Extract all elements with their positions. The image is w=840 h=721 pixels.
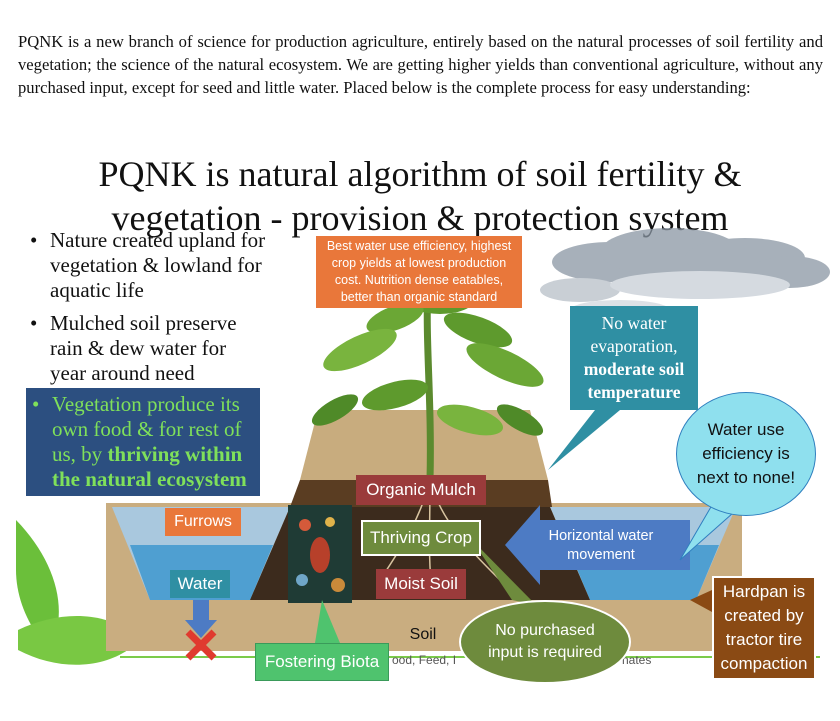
water-efficiency-callout: Water use efficiency is next to none! (676, 392, 816, 516)
biota-image (288, 505, 352, 603)
highlight-bold: thriving within the natural ecosystem (52, 442, 247, 491)
slide-title-line-1: PQNK is natural algorithm of soil fertil… (98, 154, 742, 194)
callout-tail-evaporation (548, 410, 620, 470)
water-label: Water (170, 570, 230, 598)
no-evaporation-callout: No water evaporation, moderate soil temp… (570, 306, 698, 410)
bottom-text-left: ood, Feed, I (392, 653, 457, 667)
best-water-callout: Best water use efficiency, highest crop … (316, 236, 522, 308)
highlight-box: • Vegetation produce its own food & for … (26, 388, 260, 496)
hardpan-callout: Hardpan is created by tractor tire compa… (712, 576, 816, 680)
bullet-mulched-soil: Mulched soil preserve rain & dew water f… (26, 311, 266, 386)
intro-paragraph: PQNK is a new branch of science for prod… (18, 32, 823, 97)
blocked-arrow-icon (185, 600, 217, 661)
horizontal-water-label: Horizontal water movement (548, 528, 654, 563)
bullet-upland: Nature created upland for vegetation & l… (26, 228, 266, 303)
bottom-text-right: nates (622, 653, 652, 667)
moist-soil-label: Moist Soil (376, 569, 466, 599)
clouds (540, 228, 830, 320)
callout-tail-biota (315, 600, 340, 643)
no-evaporation-text: No water evaporation, (590, 313, 678, 356)
soil-label: Soil (409, 626, 437, 643)
callout-tail-hardpan (690, 590, 712, 612)
no-purchased-input-callout: No purchased input is required (459, 600, 631, 684)
highlight-text: Vegetation produce its own food & for re… (52, 392, 242, 466)
horizontal-water-arrow (505, 505, 690, 585)
fostering-biota-label: Fostering Biota (255, 643, 389, 681)
furrows-label: Furrows (165, 508, 241, 536)
bullet-list: Nature created upland for vegetation & l… (26, 228, 266, 394)
callout-tail-no-purchased (472, 540, 536, 605)
organic-mulch-label: Organic Mulch (356, 475, 486, 505)
thriving-crop-label: Thriving Crop (361, 520, 481, 556)
moderate-temperature-text: moderate soil temperature (583, 359, 685, 402)
